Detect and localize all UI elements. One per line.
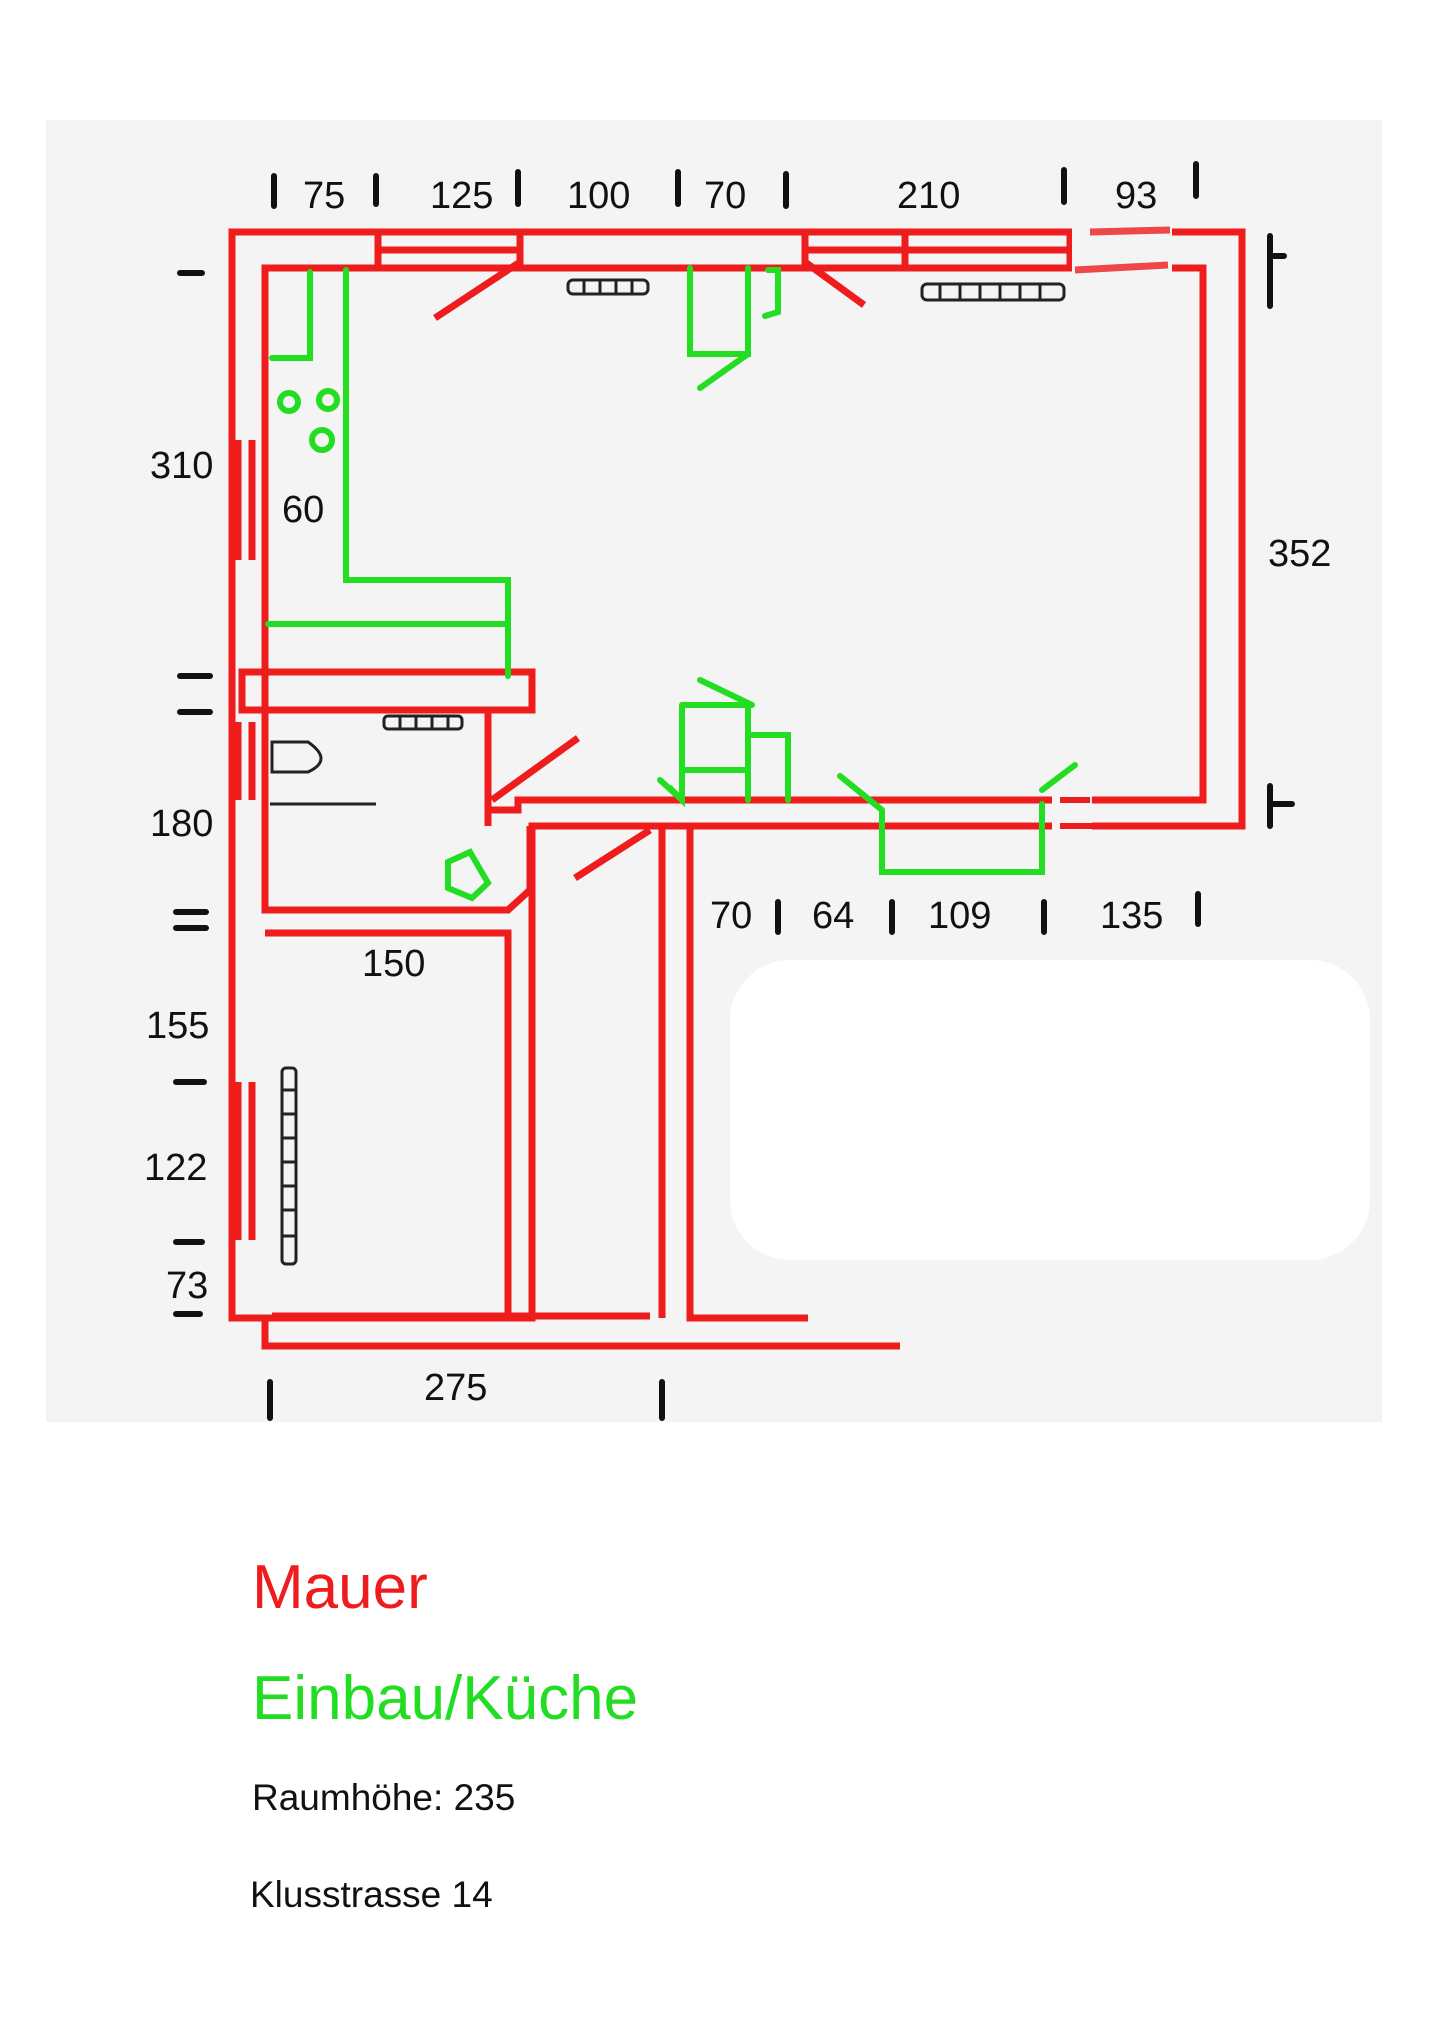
corridor-wall-2 xyxy=(686,826,808,1322)
bedroom-bottom xyxy=(261,1318,900,1350)
window-bottom-lines xyxy=(1060,797,1092,829)
dim-left-2: 180 xyxy=(150,803,213,845)
bay-window-seat xyxy=(837,762,1078,875)
dim-left-4: 122 xyxy=(144,1147,207,1189)
radiator-3 xyxy=(382,714,464,731)
kitchen-counter xyxy=(343,267,511,679)
address-label: Klusstrasse 14 xyxy=(250,1874,493,1915)
dim-top-2: 125 xyxy=(430,175,493,217)
dim-inner-2: 150 xyxy=(362,943,425,985)
toilet xyxy=(270,740,323,774)
dim-top-3: 100 xyxy=(567,175,630,217)
door-swing-2 xyxy=(802,259,867,308)
dimension-ticks xyxy=(173,161,1295,1421)
window-left-2 xyxy=(234,722,256,800)
dim-mid-3: 109 xyxy=(928,895,991,937)
floor-plan: 75 125 100 70 210 93 310 180 155 122 73 … xyxy=(46,120,1382,1422)
dim-top-5: 210 xyxy=(897,175,960,217)
builtins xyxy=(265,265,1078,902)
cabinet-corner xyxy=(269,269,313,361)
window-right-lines xyxy=(1074,226,1171,274)
walls xyxy=(228,228,1246,1350)
window-top-2 xyxy=(801,235,1074,265)
plan-clear-area xyxy=(730,960,1370,1260)
window-top-1 xyxy=(374,235,524,265)
chair-top xyxy=(687,265,781,391)
dim-left-3: 155 xyxy=(146,1005,209,1047)
dim-mid-1: 70 xyxy=(710,895,752,937)
room-height-label: Raumhöhe: 235 xyxy=(252,1777,516,1818)
legend-wall-label: Mauer xyxy=(252,1553,428,1622)
dim-left-1: 310 xyxy=(150,445,213,487)
radiator-2 xyxy=(920,282,1066,302)
radiator-4 xyxy=(280,1066,298,1266)
window-left-1 xyxy=(234,440,256,560)
door-swing-1 xyxy=(433,259,522,321)
radiators xyxy=(270,278,1066,1266)
stove-burner-1 xyxy=(277,390,301,414)
toilet-fixture xyxy=(445,848,492,902)
stove-burner-2 xyxy=(316,388,340,412)
dim-inner-1: 60 xyxy=(282,489,324,531)
door-swing-3 xyxy=(489,735,581,803)
radiator-1 xyxy=(566,278,650,296)
dim-bottom-1: 275 xyxy=(424,1367,487,1409)
divider-wall-1 xyxy=(238,668,536,714)
dim-mid-2: 64 xyxy=(812,895,854,937)
dim-top-6: 93 xyxy=(1115,175,1157,217)
chair-bottom xyxy=(657,677,791,808)
door-swing-4 xyxy=(573,827,652,881)
dim-right-1: 352 xyxy=(1268,533,1331,575)
window-left-3 xyxy=(234,1082,256,1240)
bedroom-wall xyxy=(265,929,512,1318)
legend-builtin-label: Einbau/Küche xyxy=(252,1664,639,1733)
dim-top-4: 70 xyxy=(704,175,746,217)
dimension-labels: 75 125 100 70 210 93 310 180 155 122 73 … xyxy=(144,175,1331,1409)
dim-top-1: 75 xyxy=(303,175,345,217)
dim-mid-4: 135 xyxy=(1100,895,1163,937)
dim-left-5: 73 xyxy=(166,1265,208,1307)
bathroom-wall xyxy=(261,712,534,914)
stove-burner-3 xyxy=(309,427,335,453)
